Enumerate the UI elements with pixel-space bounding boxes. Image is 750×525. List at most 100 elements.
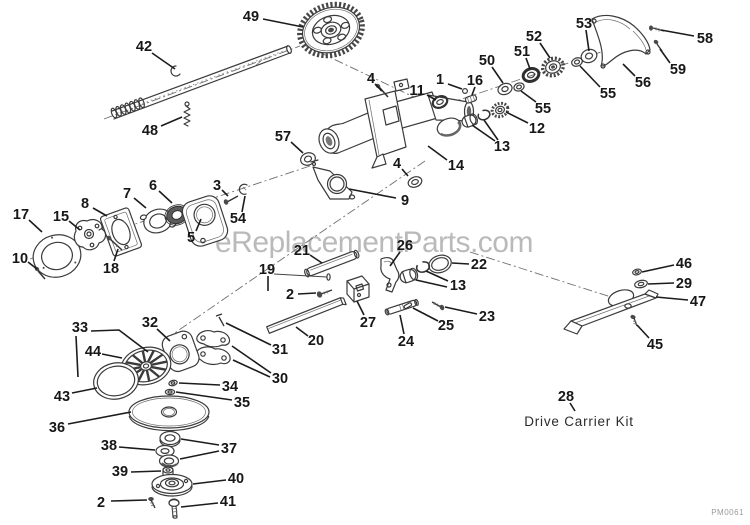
callout-number-50: 50 [479, 53, 495, 69]
callout-number-27: 27 [360, 315, 376, 331]
callout-34: 34 [178, 379, 238, 395]
callout-number-42: 42 [136, 39, 152, 55]
callout-46: 46 [641, 256, 692, 273]
callout-35: 35 [175, 391, 250, 411]
part-clutch-gear-12 [490, 101, 510, 119]
callout-number-47: 47 [690, 294, 706, 310]
callout-number-57: 57 [275, 129, 291, 145]
callout-leader-31 [225, 322, 272, 346]
callout-43: 43 [54, 387, 98, 405]
part-roll-pin-25 [403, 302, 413, 310]
callout-leader-4-mid [401, 168, 409, 177]
callout-leader-41 [180, 502, 219, 508]
callout-number-52: 52 [526, 29, 542, 45]
callout-59: 59 [659, 48, 686, 78]
callout-leader-58 [660, 29, 695, 37]
part-worm-shaft [103, 45, 301, 120]
callout-leader-17 [28, 219, 43, 233]
callout-38: 38 [101, 438, 156, 454]
callout-33: 33 [72, 320, 149, 378]
callout-leader-18 [113, 248, 119, 262]
callout-56: 56 [622, 63, 651, 91]
callout-leader-26 [389, 251, 401, 267]
callout-leader-55-left [520, 90, 537, 103]
callout-number-26: 26 [397, 238, 413, 254]
callout-2-bottom: 2 [97, 495, 148, 511]
part-bolt-41 [168, 498, 180, 519]
callout-number-33: 33 [72, 320, 88, 336]
kit-note-leader [569, 402, 576, 412]
callout-leader-30 [232, 359, 271, 378]
callout-leader-27 [356, 300, 365, 316]
callout-39: 39 [112, 464, 162, 480]
callout-number-45: 45 [647, 337, 663, 353]
callout-number-23: 23 [479, 309, 495, 325]
part-spring-48 [183, 101, 191, 127]
callout-number-39: 39 [112, 464, 128, 480]
callout-leader-2-mid [297, 292, 317, 295]
callout-8: 8 [81, 196, 108, 217]
callout-58: 58 [660, 29, 713, 47]
callout-22: 22 [451, 257, 487, 273]
callout-24: 24 [398, 314, 414, 350]
kit-note: 28 Drive Carrier Kit [524, 389, 633, 429]
callout-leader-20 [295, 326, 309, 337]
part-bracket-9 [310, 159, 356, 200]
callout-19: 19 [259, 262, 275, 291]
callout-leader-11 [426, 94, 437, 101]
callout-47: 47 [655, 294, 706, 310]
callout-5: 5 [187, 218, 202, 246]
part-bearing-13-lower [399, 267, 419, 284]
callout-number-34: 34 [222, 379, 238, 395]
callout-leader-23 [444, 306, 478, 315]
callout-number-55-left: 55 [535, 101, 551, 117]
callout-number-20: 20 [308, 333, 324, 349]
callout-number-49: 49 [243, 9, 259, 25]
part-washer-50 [497, 82, 513, 96]
callout-51: 51 [514, 44, 531, 70]
callout-leader-14 [427, 145, 448, 161]
callout-number-16: 16 [467, 73, 483, 89]
callout-leader-15 [68, 220, 81, 231]
part-hub-40 [151, 473, 193, 497]
callout-42: 42 [136, 39, 176, 70]
part-carrier-bracket-47 [563, 289, 659, 335]
callout-23: 23 [444, 306, 495, 325]
part-cam-bracket-15 [73, 218, 113, 251]
callout-number-4-top: 4 [367, 71, 375, 87]
callout-number-9: 9 [401, 193, 409, 209]
callout-number-6: 6 [149, 178, 157, 194]
callout-leader-13-upper [483, 119, 499, 141]
callout-number-54: 54 [230, 211, 246, 227]
callout-leader-37 [180, 438, 220, 446]
callout-41: 41 [180, 494, 236, 510]
callout-25: 25 [412, 307, 454, 334]
callout-number-2-mid: 2 [286, 287, 294, 303]
callout-number-7: 7 [123, 186, 131, 202]
callout-number-38: 38 [101, 438, 117, 454]
callout-number-44: 44 [85, 344, 101, 360]
callout-leader-59 [659, 48, 671, 64]
callout-leader-36 [67, 411, 132, 425]
part-screw-2-bottom [148, 497, 156, 509]
callout-number-36: 36 [49, 420, 65, 436]
part-bracket-26 [380, 257, 400, 293]
callout-leader-6 [158, 190, 173, 204]
callout-21: 21 [294, 243, 323, 264]
part-pinion-sprocket-52 [541, 56, 565, 78]
callout-4-top: 4 [367, 71, 383, 92]
callout-number-43: 43 [54, 389, 70, 405]
callout-number-8: 8 [81, 196, 89, 212]
callout-4-mid: 4 [393, 156, 409, 177]
callout-leader-1 [447, 83, 463, 90]
callout-number-41: 41 [220, 494, 236, 510]
callout-number-53: 53 [576, 16, 592, 32]
callout-6: 6 [149, 178, 173, 204]
callout-12: 12 [505, 111, 545, 137]
callout-1: 1 [436, 72, 463, 90]
callout-36: 36 [49, 411, 132, 436]
callout-number-46: 46 [676, 256, 692, 272]
part-ball-1 [462, 87, 469, 94]
part-retainer-clip-42 [170, 65, 181, 77]
callout-leader-12 [505, 111, 529, 124]
